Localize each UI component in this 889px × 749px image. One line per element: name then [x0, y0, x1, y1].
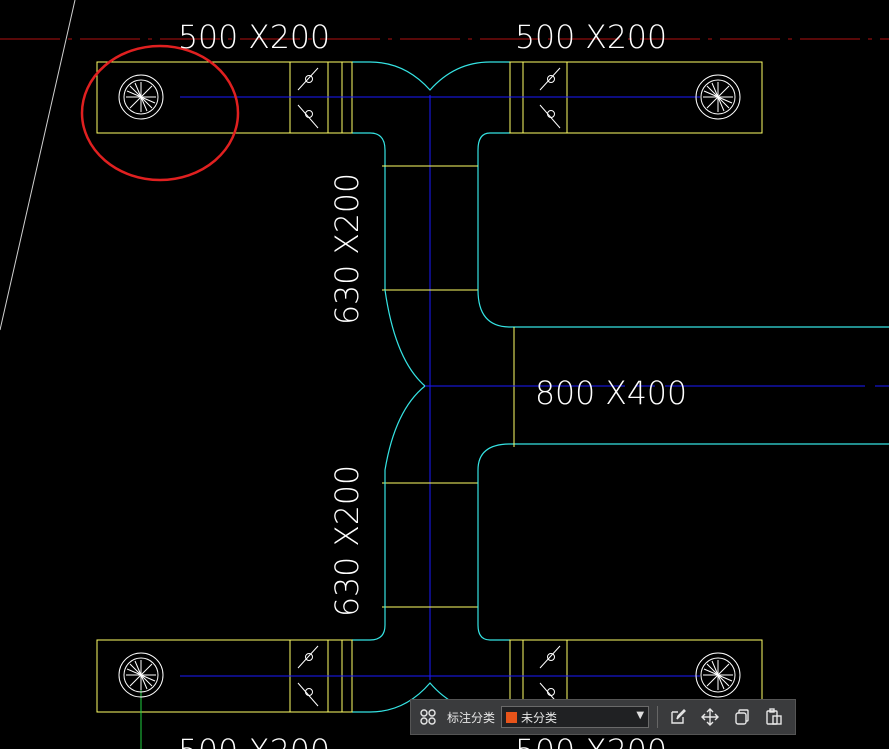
chevron-down-icon: ▼ — [636, 710, 645, 721]
dimension-label[interactable]: 500 X200 — [515, 732, 667, 749]
diffuser-icon[interactable] — [118, 652, 164, 698]
dimension-label[interactable]: 800 X400 — [535, 374, 687, 412]
paste-icon[interactable] — [762, 705, 786, 729]
duct-branch-top[interactable] — [352, 61, 510, 290]
reference-line-diagonal — [0, 0, 76, 331]
move-icon[interactable] — [698, 705, 722, 729]
dimension-label[interactable]: 630 X200 — [328, 465, 366, 617]
category-label: 标注分类 — [447, 710, 496, 725]
diffuser-icon[interactable] — [695, 74, 741, 120]
damper-valve-icon[interactable] — [297, 645, 319, 707]
diffuser-icon[interactable] — [695, 652, 741, 698]
edit-icon[interactable] — [666, 705, 690, 729]
dimension-label[interactable]: 500 X200 — [178, 732, 330, 749]
category-select[interactable]: 未分类 ▼ — [501, 706, 650, 728]
highlight-circle — [80, 44, 240, 182]
damper-valve-icon[interactable] — [539, 67, 561, 129]
annotation-toolbar: 标注分类 未分类 ▼ — [410, 699, 796, 735]
toolbar-divider — [657, 706, 659, 728]
dimension-label[interactable]: 500 X200 — [515, 18, 667, 56]
category-select-value: 未分类 — [521, 710, 558, 725]
dimension-label[interactable]: 500 X200 — [178, 18, 330, 56]
damper-valve-icon[interactable] — [297, 67, 319, 129]
category-color-swatch — [506, 711, 518, 723]
copy-icon[interactable] — [730, 705, 754, 729]
duct-trunk[interactable] — [352, 289, 889, 713]
dimension-label[interactable]: 630 X200 — [328, 173, 366, 325]
diffuser-icon[interactable] — [118, 74, 164, 120]
grid-icon[interactable] — [417, 706, 439, 728]
